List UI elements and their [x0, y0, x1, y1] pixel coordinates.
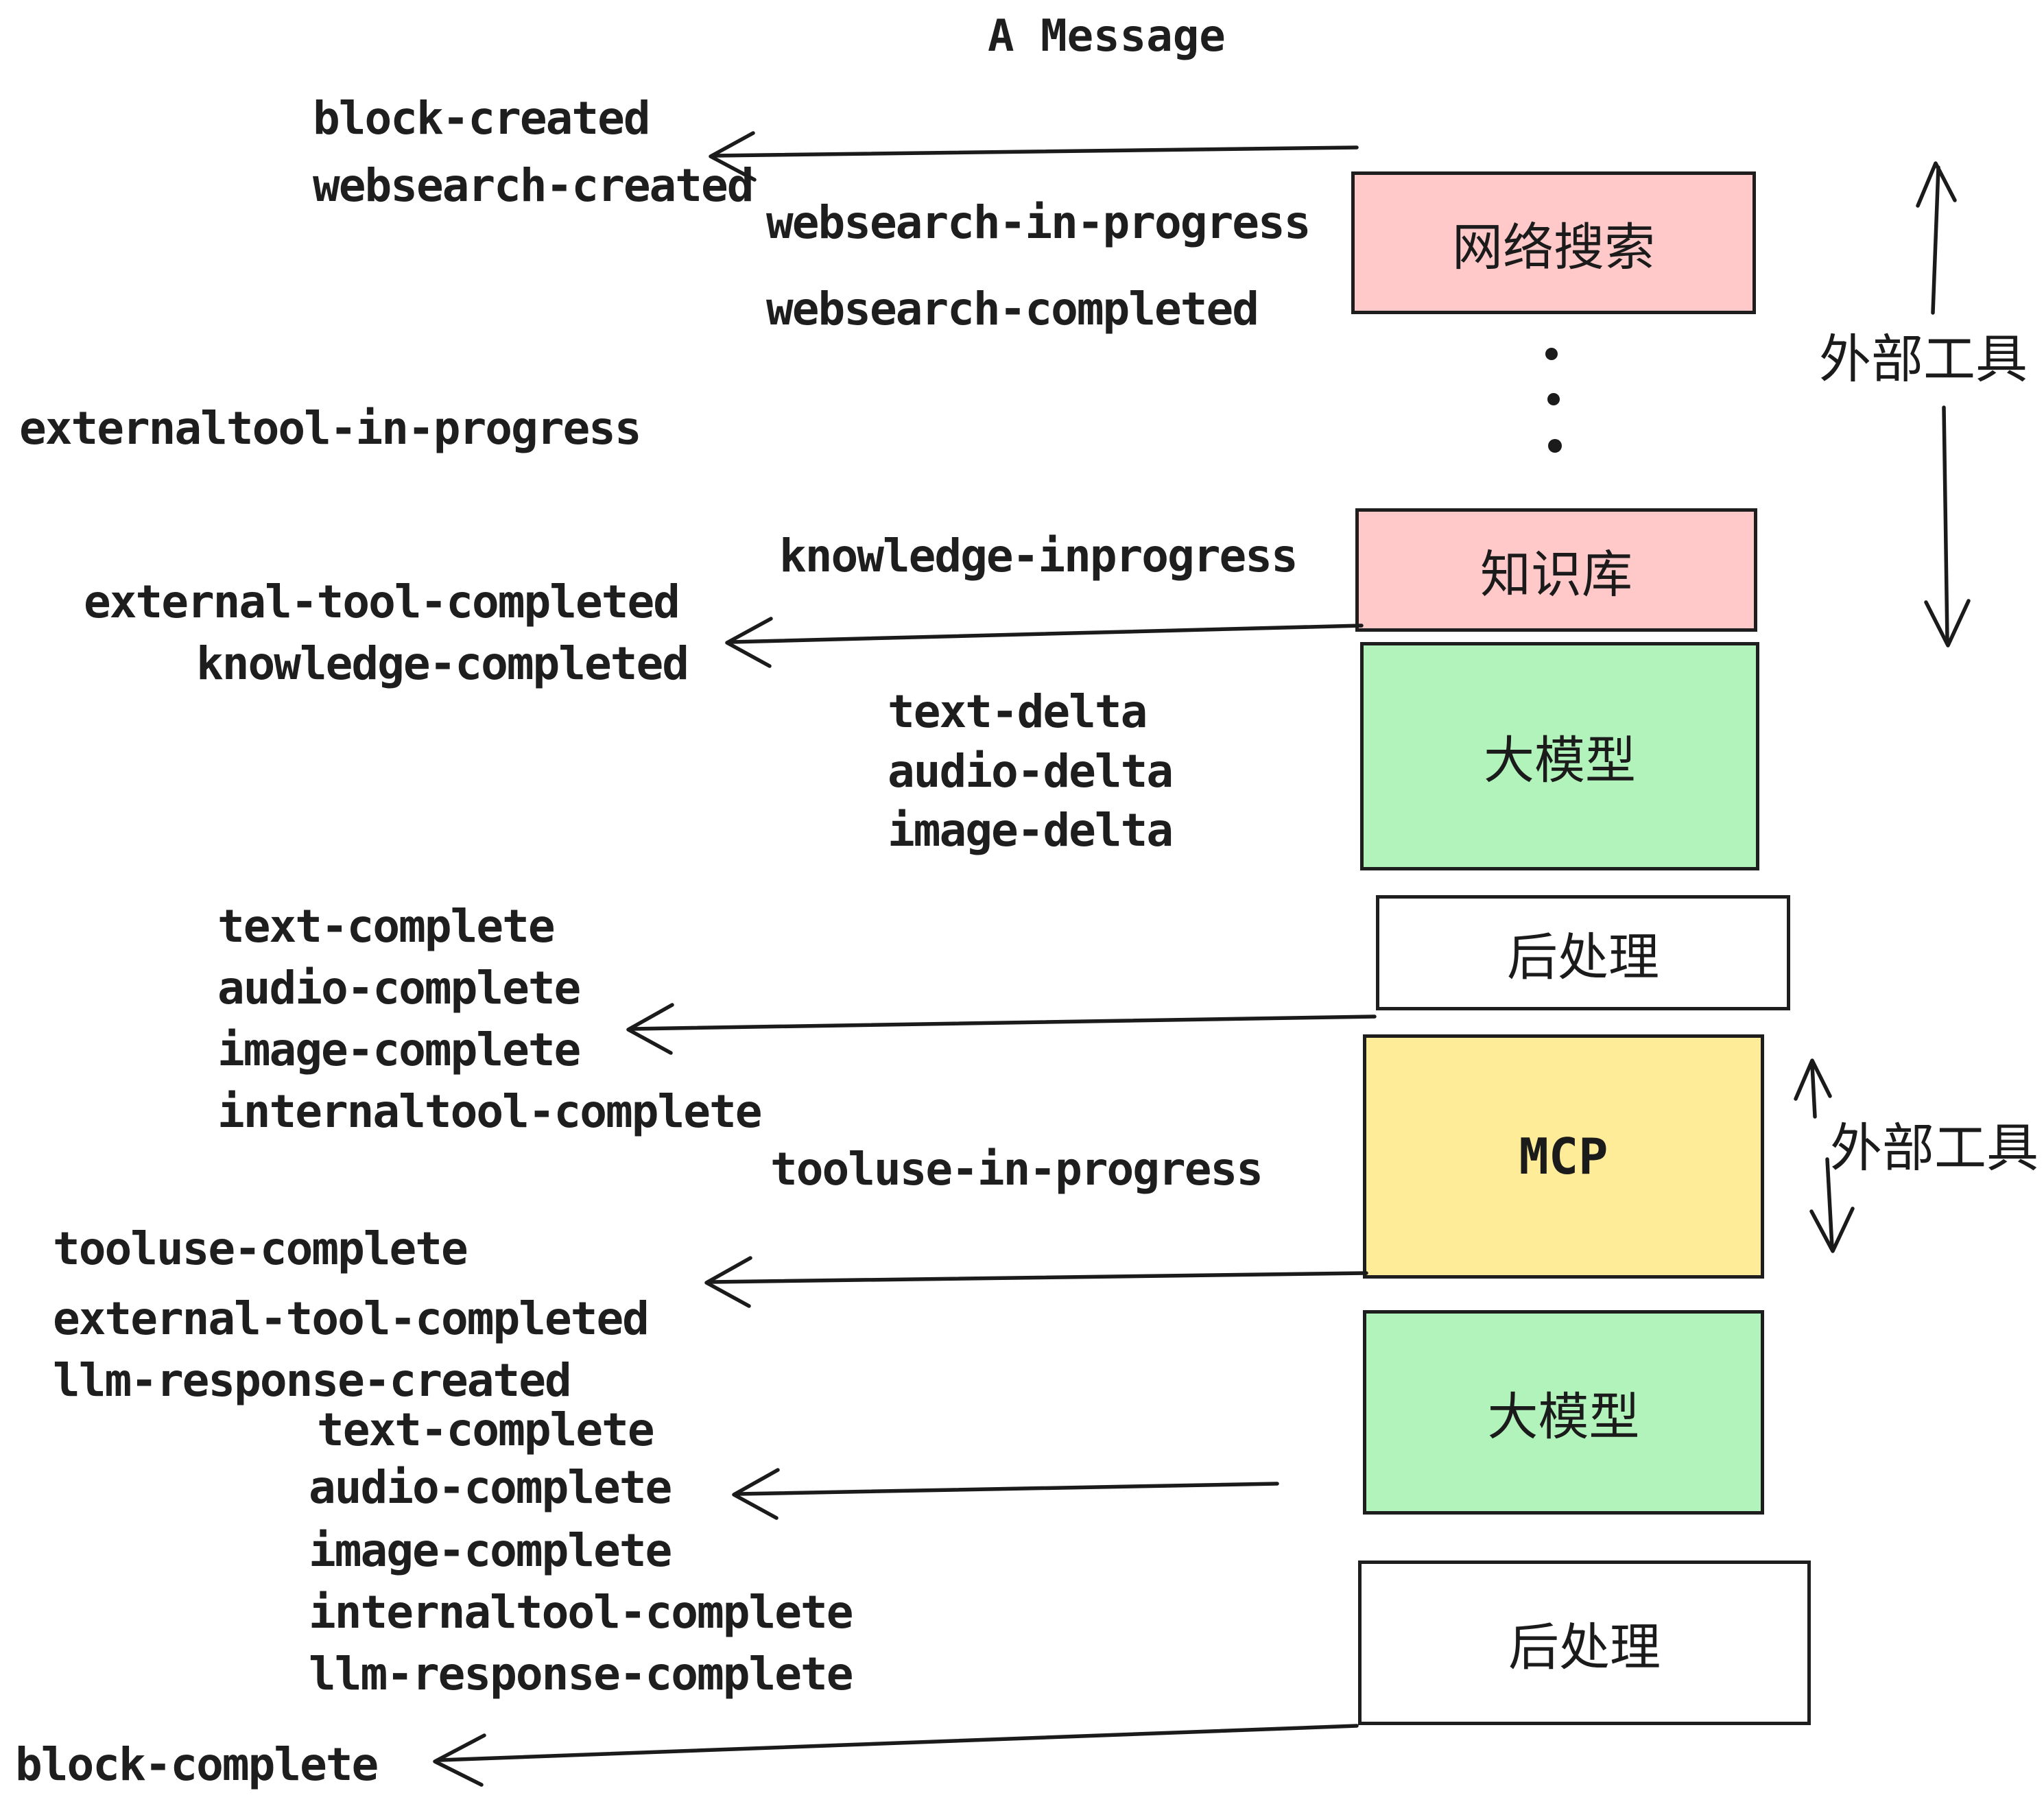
arrow-knowledge-completed-left-icon	[725, 617, 1364, 668]
node-websearch: 网络搜索	[1351, 171, 1756, 314]
event-label-websearch-created: websearch-created	[313, 159, 754, 212]
event-label-websearch-completed: websearch-completed	[766, 283, 1259, 335]
arrow-external-tools-mcp-up-icon	[1794, 1058, 1832, 1119]
event-label-external-tool-completed: external-tool-completed	[84, 575, 680, 628]
node-llm-top-label: 大模型	[1484, 731, 1636, 790]
event-label-audio-complete-2: audio-complete	[309, 1461, 672, 1514]
node-llm-bottom: 大模型	[1363, 1310, 1764, 1515]
external-tools-bottom-label: 外部工具	[1830, 1117, 2039, 1178]
event-label-external-tool-completed-2: external-tool-completed	[53, 1292, 650, 1345]
node-mcp: MCP	[1363, 1034, 1764, 1279]
node-websearch-label: 网络搜索	[1452, 217, 1655, 277]
arrow-block-complete-left-icon	[433, 1724, 1359, 1787]
vertical-ellipsis-dots-icon	[1545, 348, 1562, 453]
node-postprocess-top: 后处理	[1376, 895, 1790, 1010]
event-label-block-created: block-created	[313, 92, 651, 145]
arrow-block-created-left-icon	[709, 131, 1359, 182]
arrow-external-tools-top-down-icon	[1924, 405, 1971, 648]
event-label-image-delta-1: image-delta	[888, 804, 1174, 857]
arrow-audio-complete-left-icon	[732, 1468, 1279, 1520]
node-llm-top: 大模型	[1360, 642, 1759, 870]
node-postprocess-bottom-label: 后处理	[1508, 1617, 1661, 1677]
event-label-image-complete-1: image-complete	[217, 1023, 581, 1076]
event-label-text-complete-2: text-complete	[317, 1403, 655, 1456]
event-label-audio-delta-1: audio-delta	[888, 745, 1174, 798]
event-label-llm-response-created: llm-response-created	[53, 1354, 572, 1407]
event-label-block-complete: block-complete	[15, 1738, 379, 1791]
event-label-text-delta-1: text-delta	[888, 685, 1148, 738]
event-label-internaltool-complete-1: internaltool-complete	[217, 1085, 762, 1138]
arrow-tooluse-complete-left-icon	[704, 1256, 1368, 1308]
event-label-knowledge-inprogress: knowledge-inprogress	[779, 530, 1298, 582]
event-label-internaltool-complete-2: internaltool-complete	[309, 1586, 853, 1639]
node-postprocess-bottom: 后处理	[1358, 1560, 1811, 1725]
node-postprocess-top-label: 后处理	[1507, 927, 1659, 987]
event-label-llm-response-complete: llm-response-complete	[309, 1648, 853, 1700]
node-llm-bottom-label: 大模型	[1487, 1387, 1640, 1447]
node-knowledge-base-label: 知识库	[1480, 545, 1632, 604]
event-label-externaltool-in-progress: externaltool-in-progress	[19, 402, 642, 455]
event-label-audio-complete-1: audio-complete	[217, 962, 581, 1014]
diagram-title: A Message	[988, 11, 1226, 62]
event-label-text-complete-1: text-complete	[217, 900, 556, 953]
event-label-websearch-in-progress: websearch-in-progress	[766, 196, 1311, 249]
node-mcp-label: MCP	[1519, 1128, 1608, 1185]
event-label-tooluse-complete: tooluse-complete	[53, 1222, 468, 1275]
external-tools-top-label: 外部工具	[1819, 329, 2028, 390]
node-knowledge-base: 知识库	[1355, 508, 1757, 632]
arrow-image-complete-left-icon	[626, 1003, 1377, 1055]
event-label-image-complete-2: image-complete	[309, 1524, 672, 1577]
event-label-tooluse-in-progress: tooluse-in-progress	[770, 1143, 1263, 1196]
event-label-knowledge-completed: knowledge-completed	[196, 637, 689, 690]
arrow-external-tools-top-up-icon	[1916, 161, 1957, 315]
